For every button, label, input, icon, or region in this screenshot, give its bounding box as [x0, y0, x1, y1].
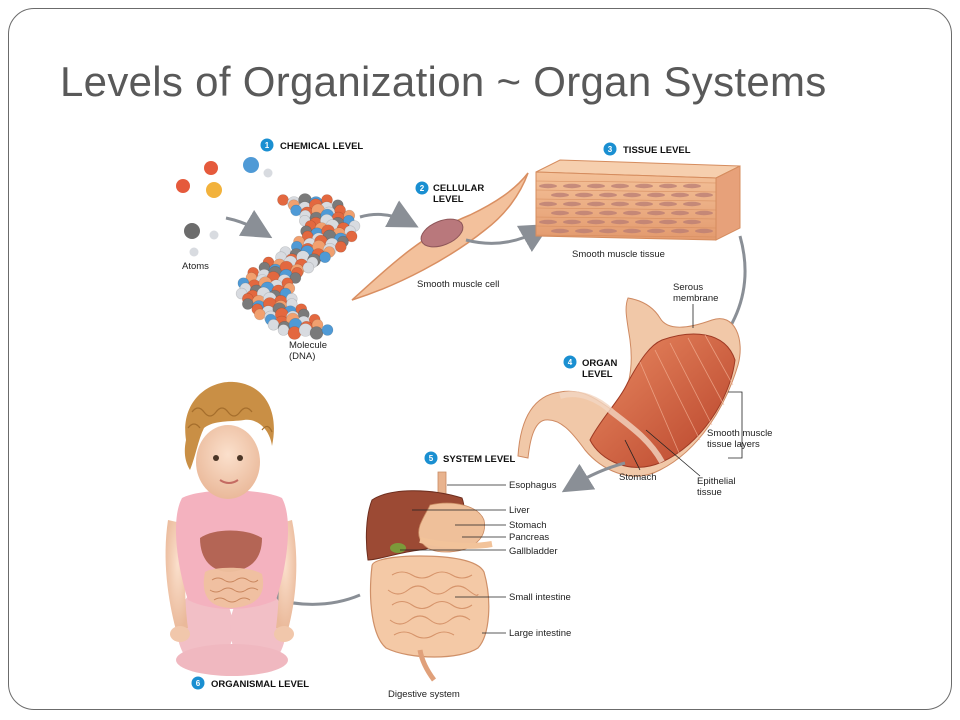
smooth-muscle-cell-illustration	[351, 172, 529, 301]
organismal-level-badge: 6	[191, 676, 205, 690]
smooth-muscle-cell-label: Smooth muscle cell	[417, 279, 499, 290]
smooth-muscle-tissue-label: Smooth muscle tissue	[572, 249, 665, 260]
digestive-system-label: Digestive system	[388, 689, 460, 700]
dna-molecule-illustration	[235, 193, 361, 340]
atoms-illustration	[176, 157, 273, 257]
sm-layers-label-2: tissue layers	[707, 439, 760, 450]
child-organism-illustration	[165, 381, 297, 676]
tissue-level-badge: 3	[603, 142, 617, 156]
cellular-level-label: CELLULAR	[433, 183, 484, 194]
epithelial-tissue-label: tissue	[697, 487, 722, 498]
system-leaders	[400, 484, 506, 634]
stomach-leader	[624, 439, 641, 471]
organ-level-label: ORGAN	[582, 358, 618, 369]
pancreas-label: Pancreas	[509, 532, 549, 543]
organ-level-label-2: LEVEL	[582, 369, 613, 380]
chemical-level-badge: 1	[260, 138, 274, 152]
liver-label: Liver	[509, 505, 530, 516]
organismal-level-label: ORGANISMAL LEVEL	[211, 679, 309, 690]
digestive-system-illustration	[365, 471, 493, 682]
stomach-system-label: Stomach	[509, 520, 547, 531]
sm-layers-bracket	[728, 391, 743, 459]
sm-layers-label: Smooth muscle	[707, 428, 772, 439]
chemical-level-label: CHEMICAL LEVEL	[280, 141, 363, 152]
svg-text:6: 6	[196, 679, 201, 688]
large-intestine-label: Large intestine	[509, 628, 571, 639]
stomach-organ-illustration	[517, 297, 741, 477]
tissue-level-label: TISSUE LEVEL	[623, 145, 691, 156]
atoms-label: Atoms	[182, 261, 209, 272]
small-intestine-label: Small intestine	[509, 592, 571, 603]
arrow-molecule-to-cell	[359, 200, 419, 228]
serous-label: Serous	[673, 282, 703, 293]
cellular-level-label-2: LEVEL	[433, 194, 464, 205]
epithelial-leader	[645, 429, 701, 477]
svg-text:5: 5	[429, 454, 434, 463]
epithelial-label: Epithelial	[697, 476, 736, 487]
molecule-label: Molecule	[289, 340, 327, 351]
arrow-atoms-to-molecule	[225, 209, 273, 239]
smooth-muscle-tissue-illustration	[535, 159, 741, 241]
membrane-label: membrane	[673, 293, 718, 304]
dna-label: (DNA)	[289, 351, 315, 362]
svg-text:2: 2	[420, 184, 425, 193]
gallbladder-label: Gallbladder	[509, 546, 558, 557]
svg-text:1: 1	[265, 141, 270, 150]
slide-title: Levels of Organization ~ Organ Systems	[60, 58, 827, 105]
stomach-organ-label: Stomach	[619, 472, 657, 483]
arrow-cell-to-tissue	[465, 224, 551, 252]
system-level-badge: 5	[424, 451, 438, 465]
arrow-organ-to-system	[561, 461, 626, 493]
esophagus-label: Esophagus	[509, 480, 557, 491]
organ-level-badge: 4	[563, 355, 577, 369]
svg-text:4: 4	[568, 358, 573, 367]
system-level-label: SYSTEM LEVEL	[443, 454, 516, 465]
svg-text:3: 3	[608, 145, 613, 154]
cellular-level-badge: 2	[415, 181, 429, 195]
